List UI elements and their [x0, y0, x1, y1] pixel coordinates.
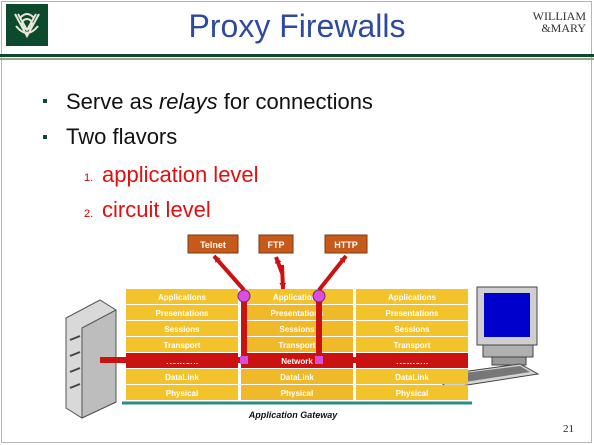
layer-box-applications — [241, 289, 353, 304]
protocol-box-http — [324, 234, 368, 254]
junction-node — [315, 356, 323, 364]
bullet-item: Serve as relays for connections — [66, 89, 373, 115]
layer-label-physical: Physical — [281, 389, 313, 398]
layer-label-physical: Physical — [166, 389, 198, 398]
wordmark-line-2: &MARY — [541, 21, 586, 35]
layer-box-applications — [356, 289, 468, 304]
layer-box-transport — [356, 337, 468, 352]
bullet-text-pre: Serve as — [66, 89, 159, 114]
layer-label-presentations: Presentations — [271, 309, 324, 318]
slide-title: Proxy Firewalls — [188, 8, 406, 44]
bullet-text-post: for connections — [217, 89, 373, 114]
arrow-from-ftp-head — [279, 282, 287, 289]
layer-label-physical: Physical — [396, 389, 428, 398]
protocol-label-ftp: FTP — [268, 240, 285, 250]
header-divider-secondary — [0, 58, 594, 60]
layer-box-applications — [126, 289, 238, 304]
layer-label-applications: Applications — [388, 293, 437, 302]
sub-item-application-level: application level — [102, 162, 259, 187]
junction-node — [312, 289, 326, 303]
layer-box-physical — [356, 385, 468, 400]
sub-item-circuit-level: circuit level — [102, 197, 211, 222]
diagram-caption: Application Gateway — [248, 410, 339, 420]
bullet-item: Two flavors — [66, 124, 178, 149]
server-icon — [65, 299, 117, 419]
protocol-label-telnet: Telnet — [200, 240, 226, 250]
junction-node — [240, 356, 248, 364]
wordmark-line-1: WILLIAM — [532, 9, 586, 23]
layer-box-physical — [126, 385, 238, 400]
layer-box-physical — [241, 385, 353, 400]
junction-node — [237, 289, 251, 303]
layer-box-sessions — [126, 321, 238, 336]
layer-label-sessions: Sessions — [164, 325, 200, 334]
layer-label-sessions: Sessions — [394, 325, 430, 334]
layer-label-transport: Transport — [164, 341, 201, 350]
bullet-marker — [43, 99, 47, 103]
cypher-logo-icon — [6, 4, 48, 46]
layer-box-datalink — [356, 369, 468, 384]
bullet-marker — [43, 135, 47, 139]
arrow-to-ftp-head — [275, 257, 282, 264]
layer-box-sessions — [241, 321, 353, 336]
layer-label-presentations: Presentations — [156, 309, 209, 318]
layer-label-applications: Applications — [273, 293, 322, 302]
arrow-to-http — [317, 254, 348, 292]
arrow-to-telnet — [212, 254, 246, 292]
slide-header: Proxy Firewalls WILLIAM &MARY — [0, 0, 594, 55]
layer-label-transport: Transport — [394, 341, 431, 350]
layer-label-transport: Transport — [279, 341, 316, 350]
layer-box-transport — [241, 337, 353, 352]
layer-label-datalink: DataLink — [280, 373, 314, 382]
layer-label-datalink: DataLink — [395, 373, 429, 382]
list-number: 2. — [84, 208, 94, 220]
layer-box-presentations — [241, 305, 353, 320]
layer-label-network: Network — [281, 357, 313, 366]
arrow-to-http-head — [339, 256, 346, 263]
page-number: 21 — [563, 423, 574, 435]
layer-label-presentations: Presentations — [386, 309, 439, 318]
layer-box-presentations — [126, 305, 238, 320]
layer-box-presentations — [356, 305, 468, 320]
protocol-box-ftp — [258, 234, 294, 254]
layer-box-sessions — [356, 321, 468, 336]
arrow-to-telnet-head — [214, 256, 221, 263]
layer-label-datalink: DataLink — [165, 373, 199, 382]
protocol-label-http: HTTP — [334, 240, 358, 250]
bullet-text-emphasis: relays — [158, 89, 218, 114]
william-mary-wordmark: WILLIAM &MARY — [533, 10, 586, 34]
layer-box-datalink — [241, 369, 353, 384]
list-number: 1. — [84, 172, 94, 184]
protocol-box-telnet — [187, 234, 239, 254]
layer-box-datalink — [126, 369, 238, 384]
layer-label-applications: Applications — [158, 293, 207, 302]
header-divider — [0, 54, 594, 57]
layer-box-transport — [126, 337, 238, 352]
layer-label-sessions: Sessions — [279, 325, 315, 334]
layer-box-network — [241, 353, 353, 368]
